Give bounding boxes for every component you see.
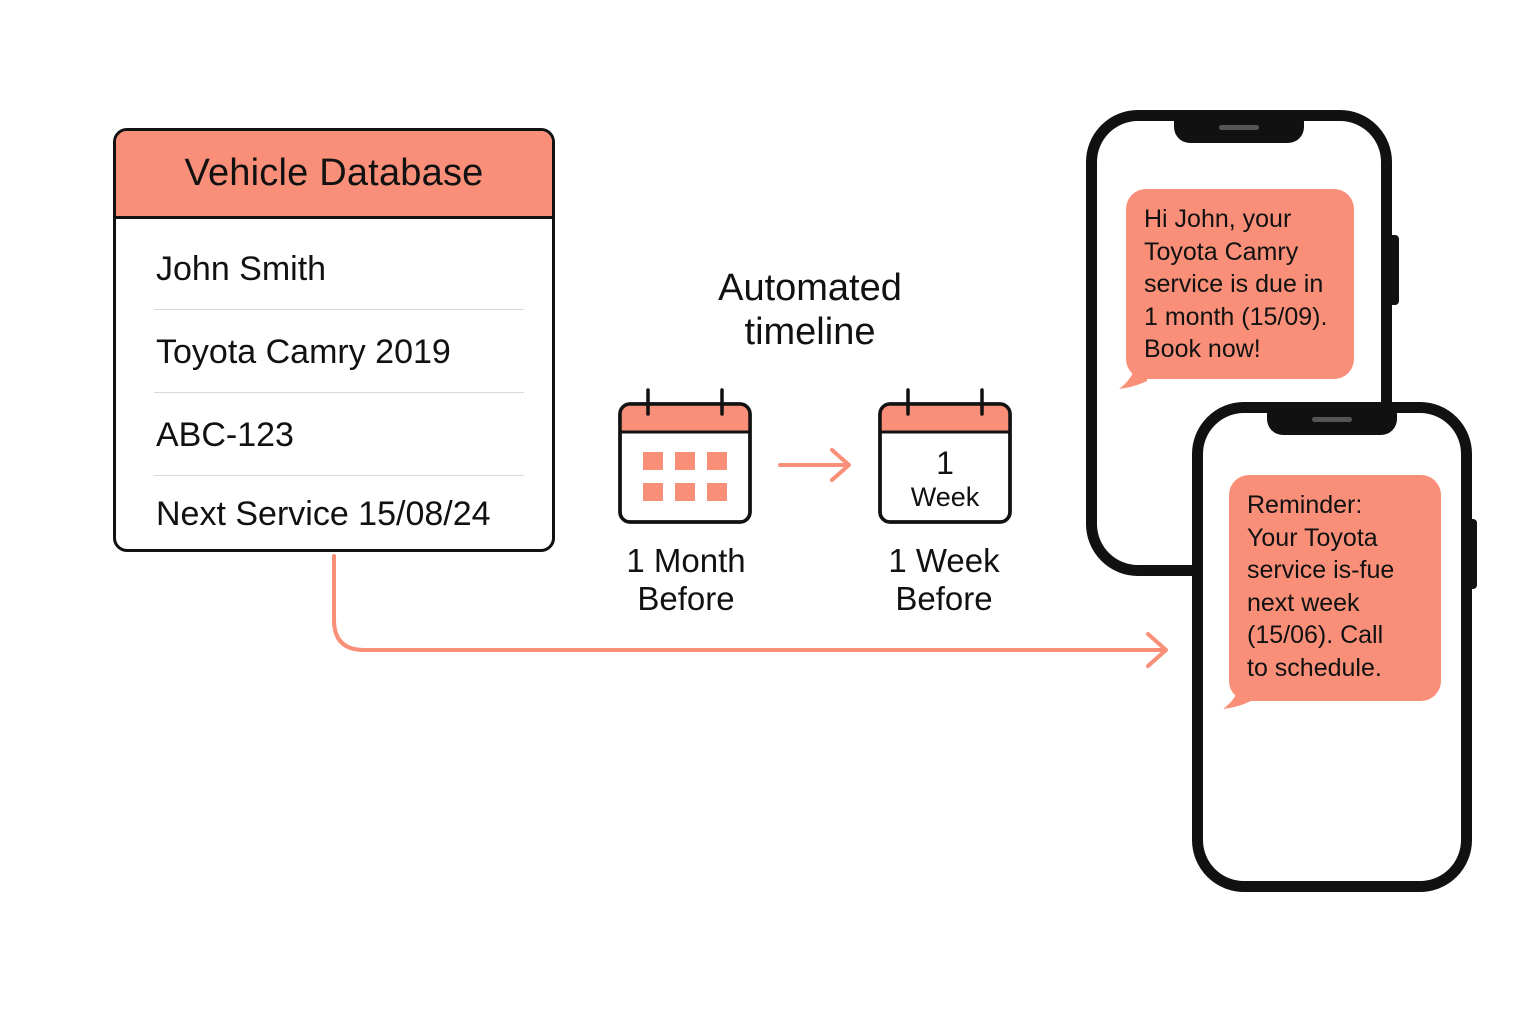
database-divider bbox=[154, 309, 524, 310]
sms-line: service is-fue bbox=[1247, 556, 1395, 584]
sms-bubble-week: Reminder: Your Toyota service is-fue nex… bbox=[1229, 475, 1441, 701]
phone-speaker bbox=[1219, 125, 1259, 130]
week-before-label: 1 Week Before bbox=[844, 542, 1044, 618]
sms-line: Book now! bbox=[1144, 335, 1261, 363]
vehicle-database-card: Vehicle Database John Smith Toyota Camry… bbox=[113, 128, 555, 552]
sms-line: Toyota Camry bbox=[1144, 237, 1299, 266]
week-icon-number: 1 bbox=[936, 445, 954, 481]
month-label-line: 1 Month bbox=[626, 542, 746, 579]
timeline-title: Automated timeline bbox=[660, 266, 960, 354]
calendar-week-icon: 1 Week bbox=[878, 388, 1012, 524]
database-divider bbox=[154, 475, 524, 476]
timeline-title-line: Automated bbox=[718, 267, 902, 309]
phone-notch bbox=[1174, 119, 1304, 143]
phone-side-button bbox=[1470, 519, 1477, 589]
phone-notch bbox=[1267, 411, 1397, 435]
week-label-line: Before bbox=[895, 580, 993, 617]
database-to-phone-connector bbox=[332, 554, 1166, 652]
sms-line: Your Toyota bbox=[1247, 523, 1378, 552]
week-icon-word: Week bbox=[911, 482, 980, 512]
database-row-next-service: Next Service 15/08/24 bbox=[156, 495, 491, 533]
sms-line: Hi John, your bbox=[1144, 205, 1292, 233]
sms-bubble-month: Hi John, your Toyota Camry service is du… bbox=[1126, 189, 1354, 379]
database-header: Vehicle Database bbox=[116, 131, 552, 219]
sms-bubble-tail bbox=[1119, 359, 1147, 389]
calendar-grid-icon bbox=[618, 388, 752, 524]
sms-bubble-tail bbox=[1223, 679, 1251, 709]
phone-side-button bbox=[1392, 235, 1399, 305]
month-label-line: Before bbox=[637, 580, 735, 617]
timeline-title-line: timeline bbox=[744, 311, 876, 353]
sms-line: next week bbox=[1247, 588, 1360, 617]
sms-line: (15/06). Call bbox=[1247, 621, 1384, 649]
phone-week-reminder: Reminder: Your Toyota service is-fue nex… bbox=[1192, 402, 1477, 892]
database-row-vehicle: Toyota Camry 2019 bbox=[156, 333, 451, 371]
month-before-label: 1 Month Before bbox=[586, 542, 786, 618]
sms-line: service is due in bbox=[1144, 270, 1324, 298]
sms-line: Reminder: bbox=[1247, 491, 1363, 519]
database-to-phone-arrowhead bbox=[1146, 632, 1168, 668]
database-divider bbox=[154, 392, 524, 393]
database-title: Vehicle Database bbox=[184, 152, 484, 194]
sms-line: to schedule. bbox=[1247, 653, 1382, 682]
phone-speaker bbox=[1312, 417, 1352, 422]
database-row-plate: ABC-123 bbox=[156, 416, 294, 454]
database-row-owner: John Smith bbox=[156, 250, 327, 288]
month-to-week-arrow bbox=[778, 448, 851, 482]
sms-line: 1 month (15/09). bbox=[1144, 302, 1328, 331]
week-label-line: 1 Week bbox=[888, 542, 1000, 579]
